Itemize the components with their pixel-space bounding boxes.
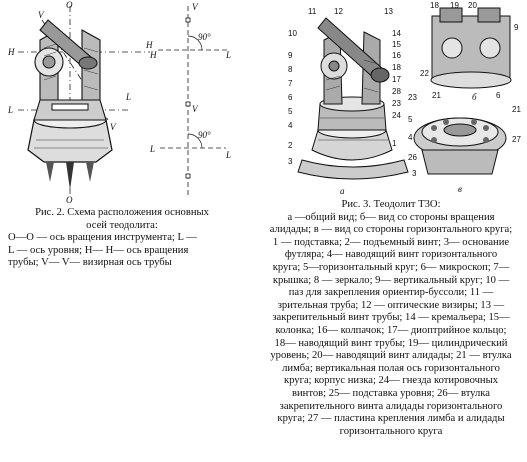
part-label-b-19: 19 [450,1,459,10]
view-letter-a: а [340,186,345,196]
figure-3-caption: Рис. 3. Теодолит Т3О: а —общий вид; б— в… [258,199,524,438]
part-label-b-23: 23 [408,93,417,102]
part-label-a-14: 14 [392,29,401,38]
part-label-a-11: 11 [308,7,317,16]
axis-label-o-bottom: O [66,195,73,205]
part-label-c-26: 26 [408,153,417,162]
theodolite-axes-drawing: O O V V H H L L V V 90° 90° H L L L [7,0,231,205]
figure-2-caption: Рис. 2. Схема расположения основных осей… [8,207,236,270]
part-label-a-15: 15 [392,40,401,49]
part-label-a-24: 24 [392,111,401,120]
part-label-c-21: 21 [512,105,521,114]
figure-2-caption-line-2: L — ось уровня; H— H— ось вращения [8,244,189,256]
part-label-c-27: 27 [512,135,521,144]
part-label-a-2: 2 [288,141,293,150]
axis-label-l-left-right: L [149,144,155,154]
figure-2-caption-title-line-1: Рис. 2. Схема расположения основных [35,207,209,218]
axis-label-h-left: H [7,47,15,57]
figure-3-caption-line-6: крышка; 8 — зеркало; 9— вертикальный кру… [272,274,510,286]
figure-3-caption-line-5: круга; 5—горизонтальный круг; 6— микроск… [272,261,510,273]
part-label-c-5: 5 [408,115,413,124]
figure-3-caption-line-16: закрепительного винта алидады горизонтал… [279,400,503,412]
part-label-a-18: 18 [392,63,401,72]
part-label-b-6: 6 [496,91,501,100]
part-label-a-28: 28 [392,87,401,96]
part-label-b-9: 9 [514,23,519,32]
part-label-a-7: 7 [288,79,293,88]
figure-3-caption-line-1: а —общий вид; б— вид со стороны вращения [287,211,495,223]
axis-label-l-left: L [7,105,13,115]
axis-label-l-right: L [125,92,131,102]
part-label-a-12: 12 [334,7,343,16]
figure-2-theodolite-axes: O O V V H H L L V V 90° 90° H L L L [0,0,240,205]
axis-label-h-left-right: H [149,50,157,60]
figure-3-caption-line-4: футляра; 4— наводящий винт горизонтально… [284,249,498,261]
part-label-b-21: 21 [432,91,441,100]
axis-label-v-mid-right: V [192,104,199,114]
figure-3-caption-line-9: закрепительный винт трубы; 14 — кремалье… [272,312,510,324]
figure-3-caption-line-8: зрительная труба; 12 — оптические визиры… [277,299,505,311]
figure-3-theodolite-t3o: 11 12 13 10 14 15 9 16 8 18 17 7 6 28 23… [282,0,527,197]
figure-3-caption-line-17: круга; 27 — пластина крепления лимба и а… [277,413,505,425]
figure-3-caption-line-14: круга; корпус низка; 24— гнезда котирово… [284,375,498,387]
figure-2-caption-line-3: трубы; V— V— визирная ось трубы [8,257,172,269]
axis-label-o-top: O [66,0,73,10]
axis-label-v-top: V [38,10,45,20]
part-label-a-16: 16 [392,51,401,60]
part-label-a-9: 9 [288,51,293,60]
axis-label-v-bottom: V [110,122,117,132]
figure-3-caption-title: Рис. 3. Теодолит Т3О: [341,199,441,210]
figure-2-caption-title-line-2: осей теодолита: [86,219,158,231]
part-label-a-13: 13 [384,7,393,16]
figure-3-caption-line-11: 18— наводящий винт трубы; 19— цилиндриче… [274,337,508,349]
figure-3-caption-line-7: паз для закрепления ориентир-буссоли; 11… [288,287,494,299]
axis-label-h-right: H [145,40,153,50]
view-letter-b: б [472,92,477,102]
figure-3-caption-line-18: горизонтального круга [339,425,443,437]
angle-top-label: 90° [198,32,211,42]
part-label-b-18: 18 [430,1,439,10]
axis-label-l-bottom-right: L [225,150,231,160]
part-label-a-23: 23 [392,99,401,108]
figure-3-caption-line-13: лимба; вертикальная полая ось горизонтал… [282,362,500,374]
part-label-a-5: 5 [288,107,293,116]
part-label-c-4: 4 [408,133,413,142]
part-label-a-4: 4 [288,121,293,130]
figure-3-caption-line-15: винтов; 25— подставка уровня; 26— втулка [291,387,490,399]
view-letter-c: в [458,184,462,194]
axis-label-v-top-right: V [192,2,199,12]
theodolite-t3o-drawing: 11 12 13 10 14 15 9 16 8 18 17 7 6 28 23… [288,1,521,196]
part-label-a-17: 17 [392,75,401,84]
part-label-a-10: 10 [288,29,297,38]
figure-3-caption-line-10: колонка; 16— колпачок; 17— диоптрийное к… [275,324,507,336]
figure-3-caption-line-12: уровень; 20— наводящий винт алидады; 21 … [270,350,512,362]
figure-3-caption-line-3: 1 — подставка; 2— подъемный винт; 3— осн… [272,236,510,248]
part-label-a-8: 8 [288,65,293,74]
figure-3-caption-line-2: алидады; в — вид со стороны горизонтальн… [269,224,513,236]
part-label-c-3: 3 [412,169,417,178]
axis-label-l-mid-right: L [225,50,231,60]
figure-2-caption-line-1: О—О — ось вращения инструмента; L — [8,232,197,244]
part-label-a-6: 6 [288,93,293,102]
part-label-b-22: 22 [420,69,429,78]
part-label-a-3: 3 [288,157,293,166]
part-label-b-20: 20 [468,1,477,10]
angle-bottom-label: 90° [198,130,211,140]
part-label-a-1: 1 [392,139,397,148]
